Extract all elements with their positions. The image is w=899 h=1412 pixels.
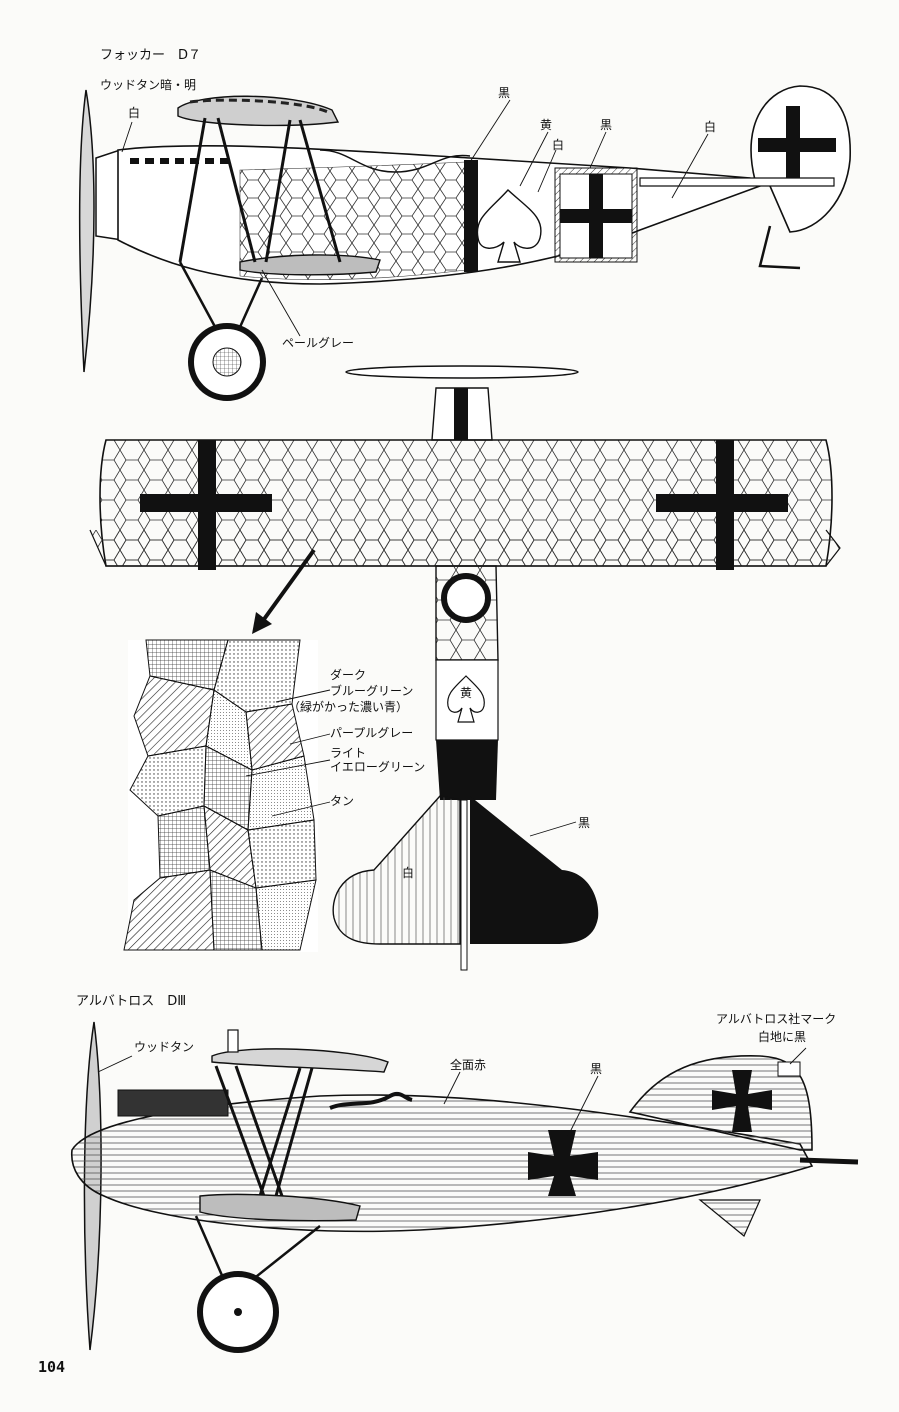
albatros-side-view: [70, 1021, 859, 1353]
label-all-red: 全面赤: [450, 1058, 487, 1072]
label-black-cross-band: 黒: [600, 118, 613, 132]
label-top-yellow: 黄: [460, 686, 473, 700]
label-blue-green-note: （緑がかった濃い青）: [288, 700, 409, 714]
page-number: 104: [38, 1358, 66, 1376]
label-white-nose: 白: [128, 106, 141, 120]
label-yellow-green: イエローグリーン: [330, 760, 426, 774]
label-dark: ダーク: [330, 668, 367, 682]
propeller: [78, 89, 95, 373]
label-yellow: 黄: [540, 118, 553, 132]
label-albatros-mark: アルバトロス社マーク: [716, 1012, 837, 1026]
label-tan: タン: [330, 794, 355, 808]
albatros-upper-wing: [211, 1048, 389, 1073]
fokker-title: フォッカー D７: [100, 48, 202, 63]
fokker-tail-fin: [750, 85, 851, 233]
top-tailplane-white: [332, 795, 461, 945]
label-white-on-black: 白地に黒: [758, 1030, 807, 1044]
fokker-top-view: [89, 365, 841, 971]
label-light: ライト: [330, 746, 367, 760]
label-blue-green: ブルーグリーン: [330, 684, 414, 698]
label-woodtan-dark-light: ウッドタン暗・明: [100, 78, 197, 92]
label-albatros-woodtan: ウッドタン: [134, 1040, 195, 1054]
top-tailplane-black: [470, 796, 599, 944]
camouflage-swatch: [123, 639, 331, 952]
label-albatros-black: 黒: [590, 1062, 603, 1076]
top-propeller: [345, 365, 579, 379]
top-spade: [447, 675, 485, 723]
label-black-band: 黒: [498, 86, 511, 100]
label-white-spade: 白: [552, 138, 565, 152]
label-white-tail: 白: [704, 120, 717, 134]
fokker-side-view: [78, 85, 851, 401]
spade-emblem: [476, 189, 542, 263]
label-pale-grey: ペールグレー: [282, 336, 355, 350]
label-purple-grey: パープルグレー: [330, 726, 414, 740]
label-top-black: 黒: [578, 816, 591, 830]
label-top-white: 白: [402, 866, 415, 880]
albatros-title: アルバトロス DⅢ: [76, 994, 187, 1009]
